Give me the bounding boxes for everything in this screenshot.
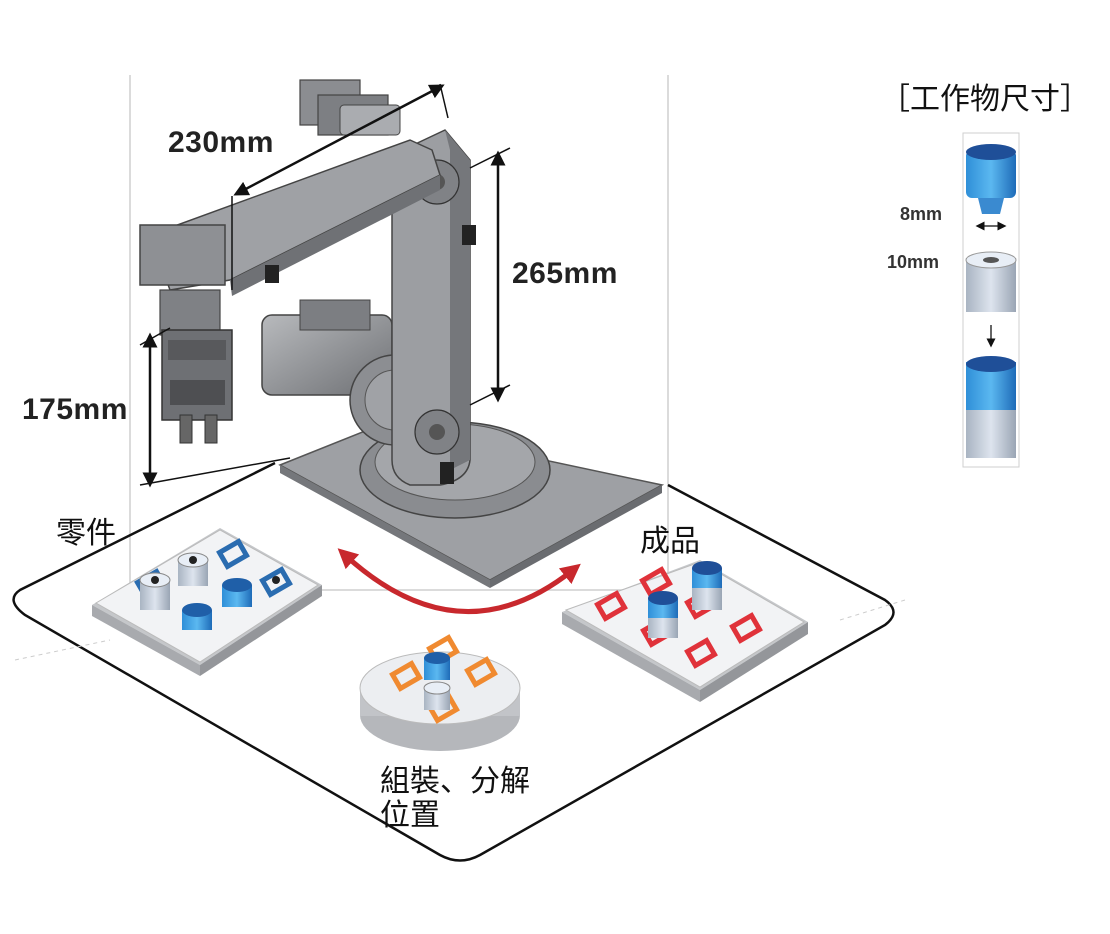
- workpiece-title: ［工作物尺寸］: [880, 82, 1090, 117]
- arm2-dimension-label: 265mm: [512, 257, 618, 290]
- parts-label: 零件: [56, 516, 116, 551]
- workpiece-dim-bottom: 10mm: [887, 252, 940, 272]
- parts-tray: [92, 528, 322, 676]
- product-cylinders: [648, 561, 722, 638]
- workpiece-dim-top: 8mm: [900, 204, 943, 224]
- parts-cylinders: [139, 552, 280, 630]
- dimension-lines: [139, 83, 511, 488]
- height-dimension-label: 175mm: [22, 393, 128, 426]
- products-label: 成品: [640, 524, 700, 559]
- arm1-dimension-label: 230mm: [168, 126, 274, 159]
- arm1-dimension-line: [233, 84, 445, 196]
- work-area-outline: [12, 461, 895, 862]
- robot-gripper: [139, 224, 233, 444]
- assembly-label-line1: 組裝、分解: [380, 764, 530, 799]
- assembly-label-line2: 位置: [380, 798, 440, 833]
- swing-arrow: [337, 548, 581, 615]
- workpiece-illustration: [962, 132, 1020, 468]
- product-tray: [562, 560, 808, 702]
- work-area-dashes: [14, 599, 906, 661]
- robot-base: [278, 421, 665, 588]
- assembly-station: [359, 634, 521, 751]
